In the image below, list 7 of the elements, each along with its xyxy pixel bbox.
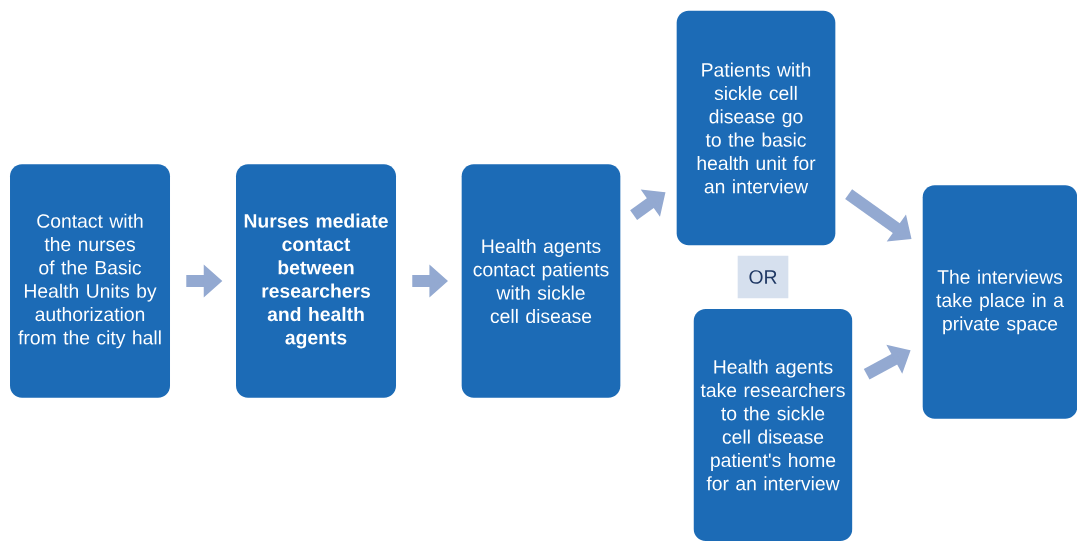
process-box: The interviews take place in a private space — [922, 185, 1077, 419]
process-box: Health agents take researchers to the sickle cell disease patient's home for an interview — [693, 309, 853, 541]
connector-box: OR — [737, 255, 789, 299]
process-box: Patients with sickle cell disease go to the basic health unit for an interview — [676, 10, 836, 246]
process-box: Nurses mediate contact between researchers and health agents — [236, 164, 396, 398]
process-box: Health agents contact patients with sickle cell disease — [461, 164, 621, 398]
process-box: Contact with the nurses of the Basic Health Units by authorization from the city hall — [10, 164, 170, 398]
